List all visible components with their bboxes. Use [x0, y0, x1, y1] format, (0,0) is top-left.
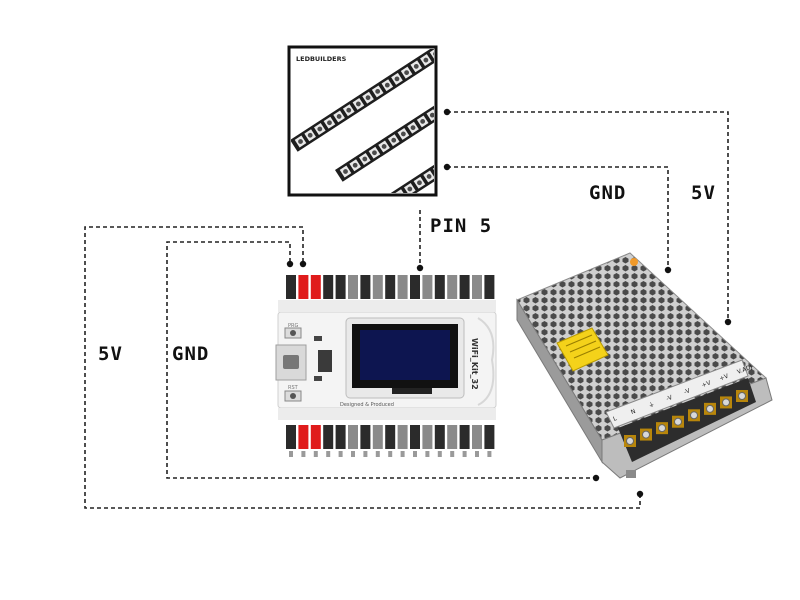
header-pin: [397, 425, 408, 449]
terminal-label: -V: [683, 387, 692, 396]
header-pin: [422, 425, 433, 449]
header-pin: [385, 425, 396, 449]
header-pin: [372, 275, 383, 299]
header-pin: [385, 275, 396, 299]
prg-label: PRG: [288, 323, 298, 329]
label-5v-left: 5V: [98, 343, 123, 365]
header-pin: [310, 275, 321, 299]
header-pin: [348, 275, 358, 299]
led-strip-segment: [291, 49, 434, 152]
header-pin: [310, 425, 321, 449]
power-led-icon: [630, 258, 638, 266]
wire-dot: [299, 260, 307, 268]
wires: [84, 108, 732, 509]
header-pin: [335, 275, 346, 299]
wire-dot: [664, 266, 672, 274]
wire-dot: [636, 490, 644, 498]
header-pin: [335, 425, 346, 449]
header-pin: [484, 425, 495, 449]
header-pin: [447, 275, 458, 299]
header-pin: [447, 425, 458, 449]
header-pin: [348, 425, 358, 449]
terminal-label: ⏚: [648, 401, 656, 410]
header-pin: [459, 275, 470, 299]
wire-dot: [416, 264, 424, 272]
label-5v-right: 5V: [691, 182, 716, 204]
rst-label: RST: [288, 385, 299, 391]
header-pin: [372, 425, 383, 449]
wire-dot: [443, 108, 451, 116]
led-strip-brand: LEDBUILDERS: [296, 55, 347, 63]
led-strip-segment: [335, 55, 434, 182]
label-gnd-left: GND: [172, 343, 209, 365]
bottom-pin-header: [286, 425, 495, 457]
power-supply-icon: LN⏚-V-V+V+VV.ADJ: [516, 252, 773, 479]
header-pin: [397, 275, 408, 299]
terminal-label: L: [612, 415, 618, 423]
wire-board-gnd: [166, 241, 596, 479]
header-pin: [472, 275, 482, 299]
terminal-label: N: [630, 408, 637, 416]
wire-board-5v: [84, 226, 641, 509]
header-pin: [286, 425, 296, 449]
header-pin: [323, 275, 334, 299]
header-pin: [484, 275, 495, 299]
header-pin: [410, 275, 420, 299]
wire-dot: [592, 474, 600, 482]
header-pin: [360, 275, 371, 299]
header-pin: [360, 425, 371, 449]
led-strip-icon: LEDBUILDERS: [287, 45, 438, 197]
wire-dot: [443, 163, 451, 171]
wire-strip-5v: [447, 111, 729, 322]
board-note: Designed & Produced: [340, 402, 394, 408]
header-pin: [298, 275, 309, 299]
header-pin: [323, 425, 334, 449]
terminal-label: +V: [701, 379, 713, 389]
wire-dot: [286, 260, 294, 268]
terminal-label: -V: [665, 394, 674, 403]
header-pin: [434, 275, 445, 299]
header-pin: [298, 425, 309, 449]
label-pin: PIN 5: [430, 215, 492, 237]
header-pin: [410, 425, 420, 449]
wire-dot: [724, 318, 732, 326]
header-pin: [459, 425, 470, 449]
terminal-label: +V: [718, 372, 730, 382]
header-pin: [422, 275, 433, 299]
header-pin: [434, 425, 445, 449]
wifi-kit-32-board-icon: PRG RST WiFi_Kit_32 Designed & Produced: [275, 275, 497, 457]
board-name: WiFi_Kit_32: [470, 338, 479, 390]
header-pin: [472, 425, 482, 449]
wire-strip-gnd: [447, 166, 669, 268]
warning-label: [556, 327, 609, 372]
header-pin: [286, 275, 296, 299]
label-gnd-right: GND: [589, 182, 626, 204]
led-strip-segment: [380, 85, 434, 193]
